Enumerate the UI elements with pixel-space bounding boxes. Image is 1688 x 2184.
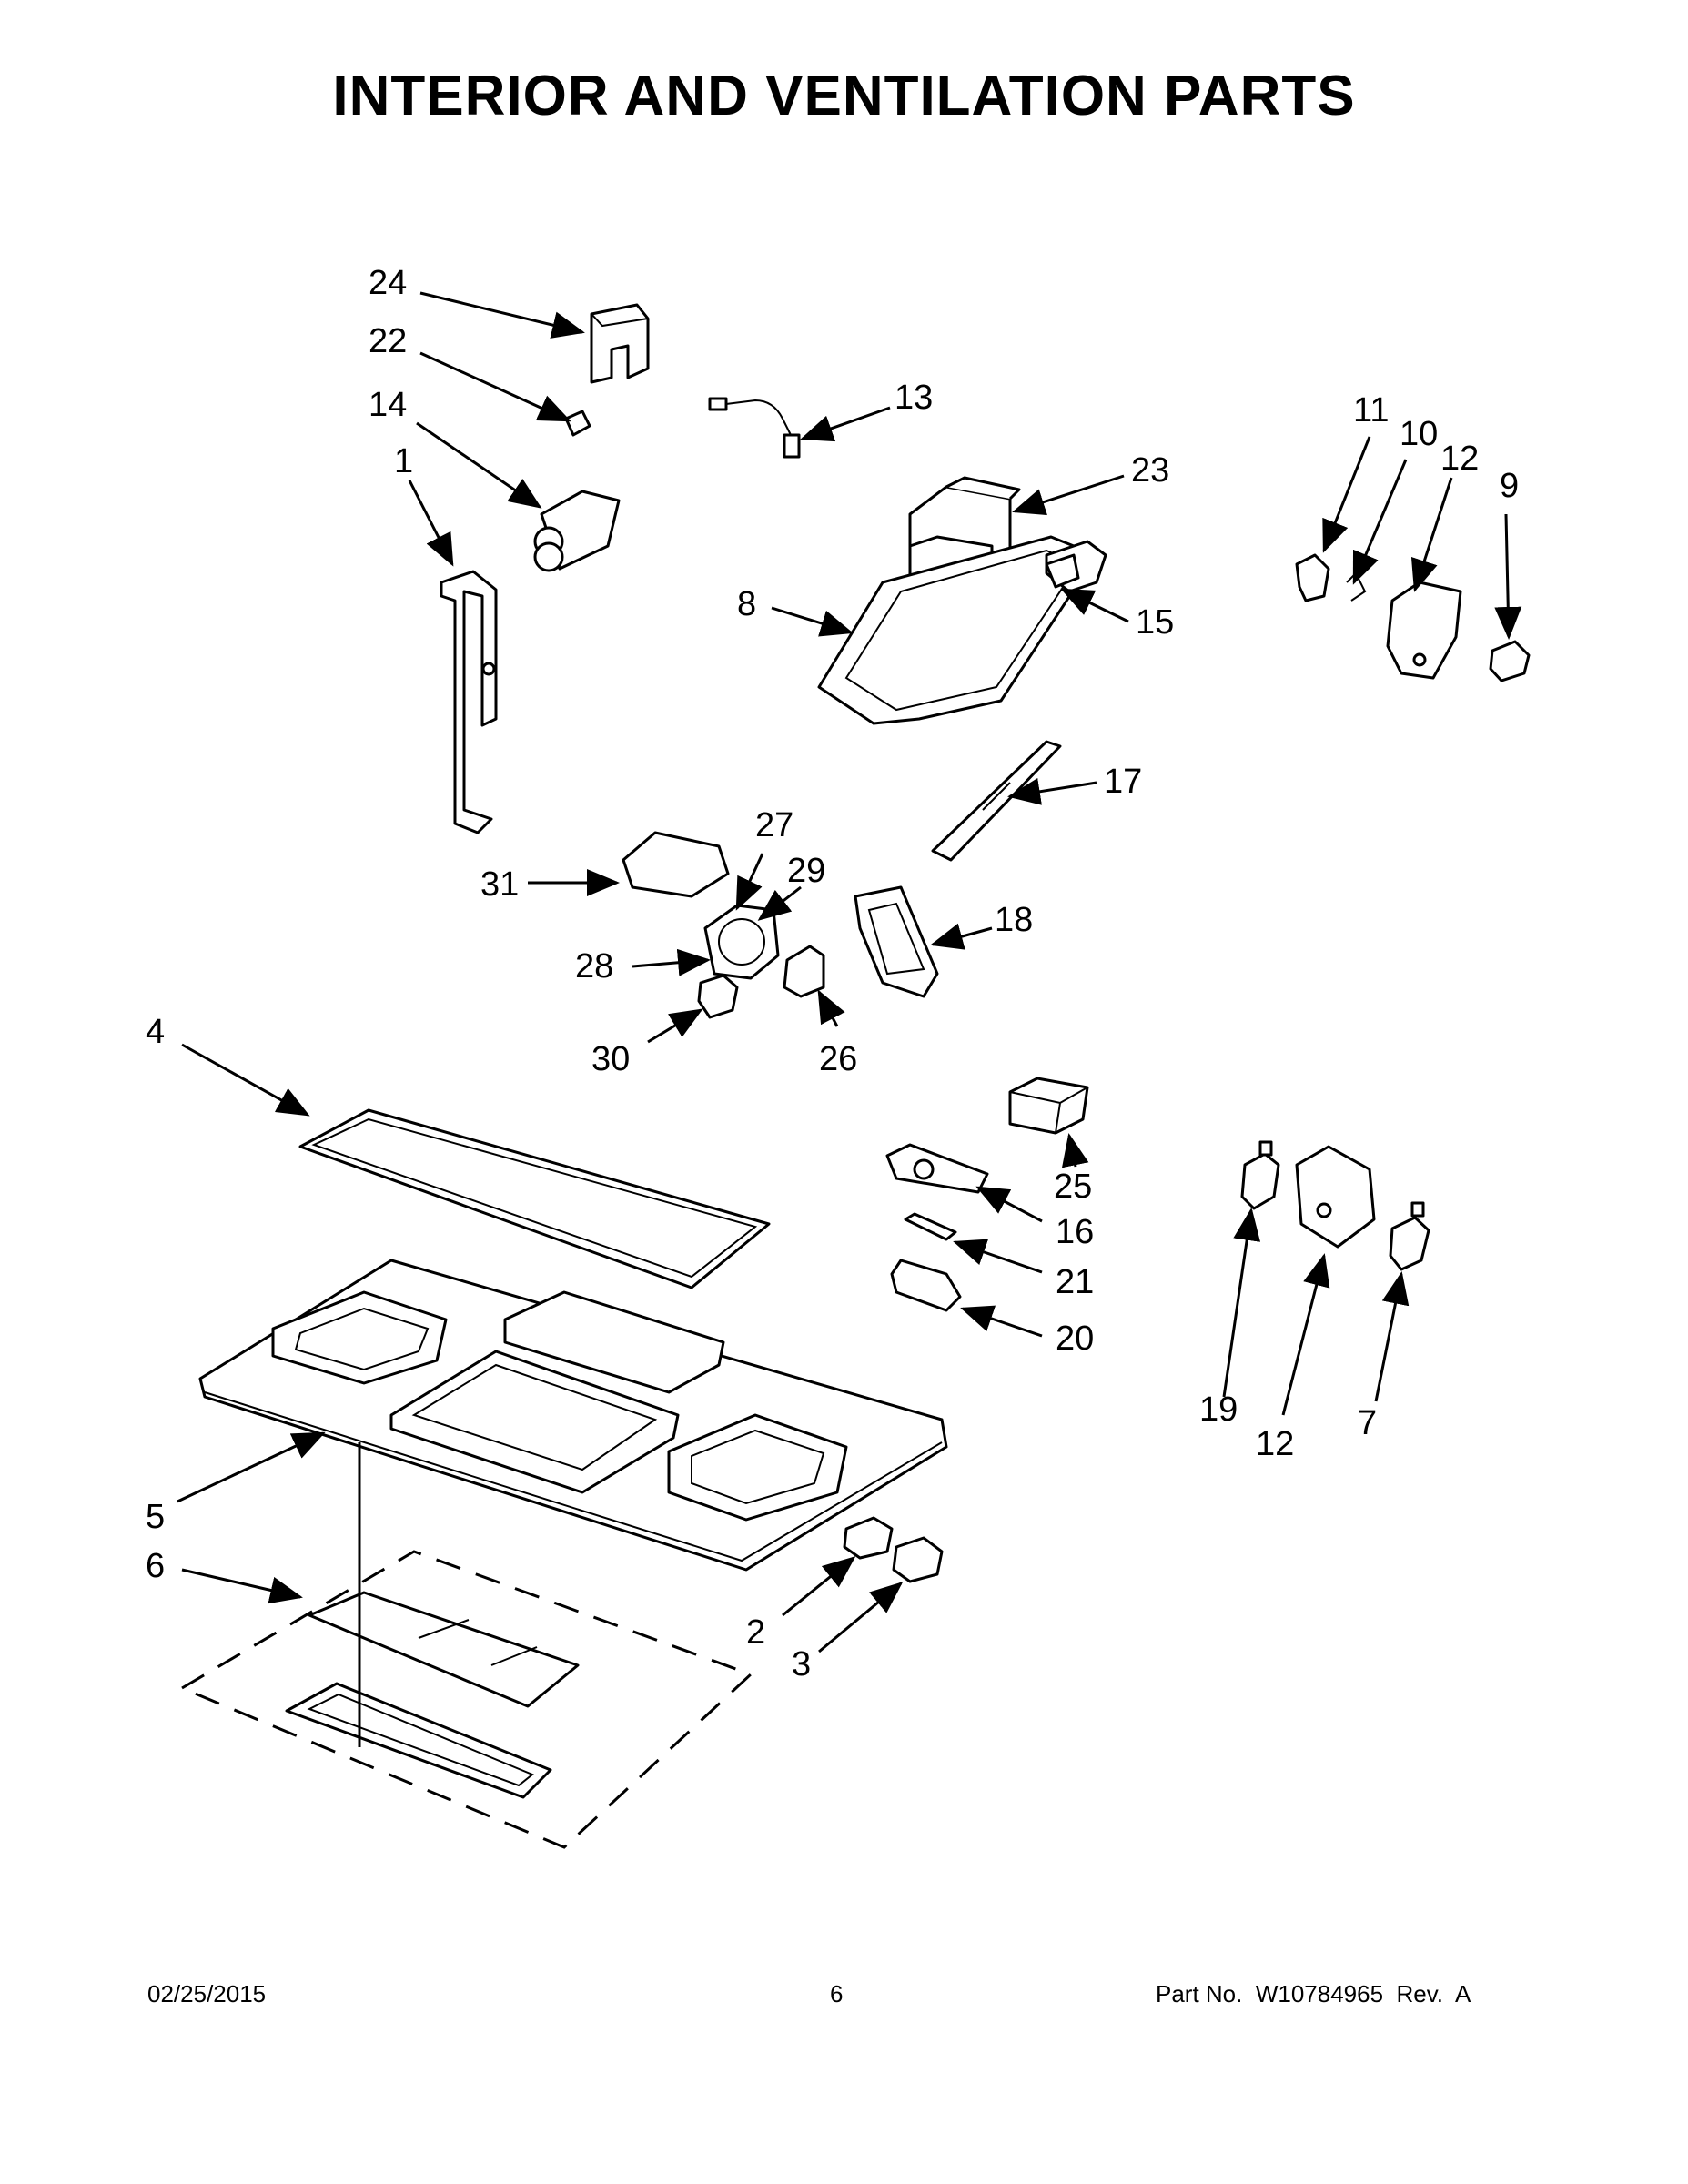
callout-5: 5 [146,1498,166,1536]
page-title: INTERIOR AND VENTILATION PARTS [332,65,1356,127]
part-31-duct [622,831,730,898]
part-25-relay [1008,1077,1089,1135]
callout-21: 21 [1056,1263,1095,1301]
footer-date: 02/25/2015 [147,1980,267,2007]
leader-lines [177,291,1522,1653]
footer-part-number: Part No. W10784965 Rev. A [1156,1980,1471,2007]
callout-9: 9 [1500,467,1520,505]
callout-27: 27 [755,806,794,844]
part-3-light-bulb-holder [892,1536,944,1583]
callout-31: 31 [480,865,520,904]
part-15-switch [1045,553,1080,589]
part-12-switch-holder-top [1386,581,1462,680]
part-4-filter-frame [298,1108,771,1289]
part-24-bracket [590,303,650,384]
part-9-switch [1489,640,1531,682]
part-1-bracket-bar [440,570,498,834]
part-2-light-socket [843,1516,894,1560]
callout-2: 2 [746,1613,766,1652]
callout-24: 24 [369,264,408,302]
callout-8: 8 [737,585,757,623]
callout-14: 14 [369,386,408,424]
callout-25: 25 [1054,1168,1093,1206]
part-7-switch [1389,1201,1430,1271]
callout-30: 30 [591,1040,631,1078]
callout-12-top: 12 [1440,440,1480,478]
part-26-bracket [783,945,825,998]
part-11-latch [1295,553,1330,602]
callout-26: 26 [819,1040,858,1078]
part-20-holder [890,1259,962,1312]
part-22-clip [564,410,591,437]
part-30-switch [697,974,739,1019]
part-5-bottom-panel [198,1259,948,1572]
part-17-rail [931,740,1062,862]
callout-20: 20 [1056,1320,1095,1358]
callout-19: 19 [1199,1390,1238,1429]
part-27-28-29-fan-motor [703,904,780,980]
part-14-capacitor [533,490,621,572]
part-13-wire [708,397,801,459]
callout-13: 13 [895,379,934,417]
callout-6: 6 [146,1547,166,1585]
part-12-switch-holder-bottom [1295,1145,1376,1249]
callout-17: 17 [1104,763,1143,801]
part-8-base-plate [817,535,1107,725]
callout-3: 3 [792,1645,812,1684]
part-6-charcoal-filter [178,1442,753,1849]
callout-1: 1 [394,442,414,480]
callout-10: 10 [1400,415,1439,453]
part-21-fuse [904,1212,957,1241]
callout-7: 7 [1358,1404,1378,1442]
callout-12-bottom: 12 [1256,1425,1295,1463]
callout-4: 4 [146,1013,166,1051]
callout-28: 28 [575,947,614,986]
callout-23: 23 [1131,451,1170,490]
part-16-plate [885,1143,989,1194]
callout-22: 22 [369,322,408,360]
callout-18: 18 [995,901,1034,939]
callout-16: 16 [1056,1213,1095,1251]
callout-29: 29 [787,852,826,890]
footer-page-number: 6 [830,1980,844,2007]
callout-15: 15 [1136,603,1175,642]
callout-11: 11 [1353,391,1390,430]
part-18-cover [854,885,939,998]
part-19-switch [1240,1140,1280,1210]
